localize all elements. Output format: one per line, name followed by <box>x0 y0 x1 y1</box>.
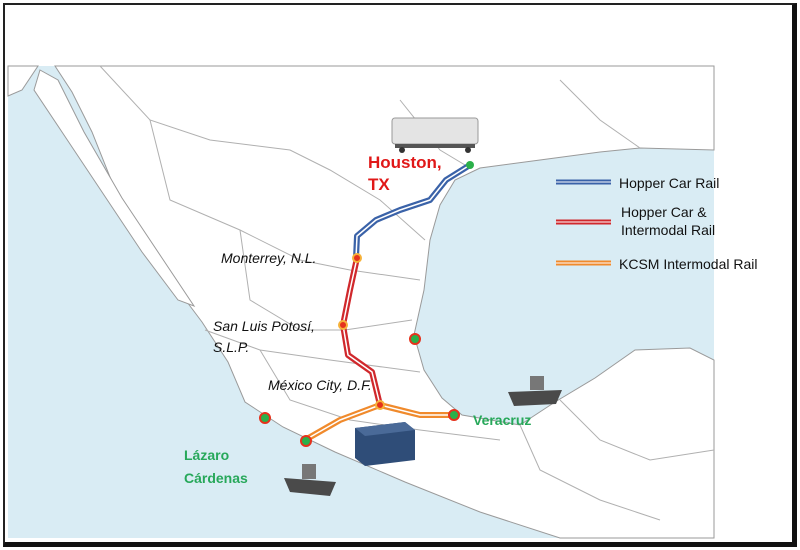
origin-state: TX <box>368 175 390 194</box>
city-state: S.L.P. <box>213 339 250 355</box>
shipping-container-icon <box>355 422 415 466</box>
legend-kcsm-intermodal-rail: KCSM Intermodal Rail <box>619 256 758 272</box>
city-label-monterrey: Monterrey, N.L. <box>221 250 317 266</box>
city-label-san-luis-potosi: San Luis Potosí, S.L.P. <box>213 316 315 358</box>
city-name: San Luis Potosí, <box>213 318 315 334</box>
hopper-railcar-icon <box>391 117 479 153</box>
node-dots <box>338 253 385 410</box>
port-name-line2: Cárdenas <box>184 470 248 486</box>
legend-hopper-intermodal-rail: Hopper Car & Intermodal Rail <box>621 203 715 239</box>
port-dots <box>259 161 474 447</box>
state-borders <box>99 65 715 521</box>
legend-hopper-car-rail: Hopper Car Rail <box>619 175 720 191</box>
origin-label: Houston, TX <box>368 152 442 196</box>
cargo-ship-icon <box>508 376 562 406</box>
legend-swatches <box>556 179 611 266</box>
land <box>7 65 715 539</box>
city-label-mexico-city: México City, D.F. <box>268 377 372 393</box>
port-label-veracruz: Veracruz <box>473 412 532 428</box>
port-label-lazaro-cardenas: Lázaro Cárdenas <box>184 444 248 490</box>
legend-label: Hopper Car & <box>621 204 707 220</box>
cargo-ship-icon <box>284 464 336 496</box>
legend-label-line2: Intermodal Rail <box>621 222 716 238</box>
origin-name: Houston, <box>368 153 442 172</box>
port-name: Lázaro <box>184 447 230 463</box>
